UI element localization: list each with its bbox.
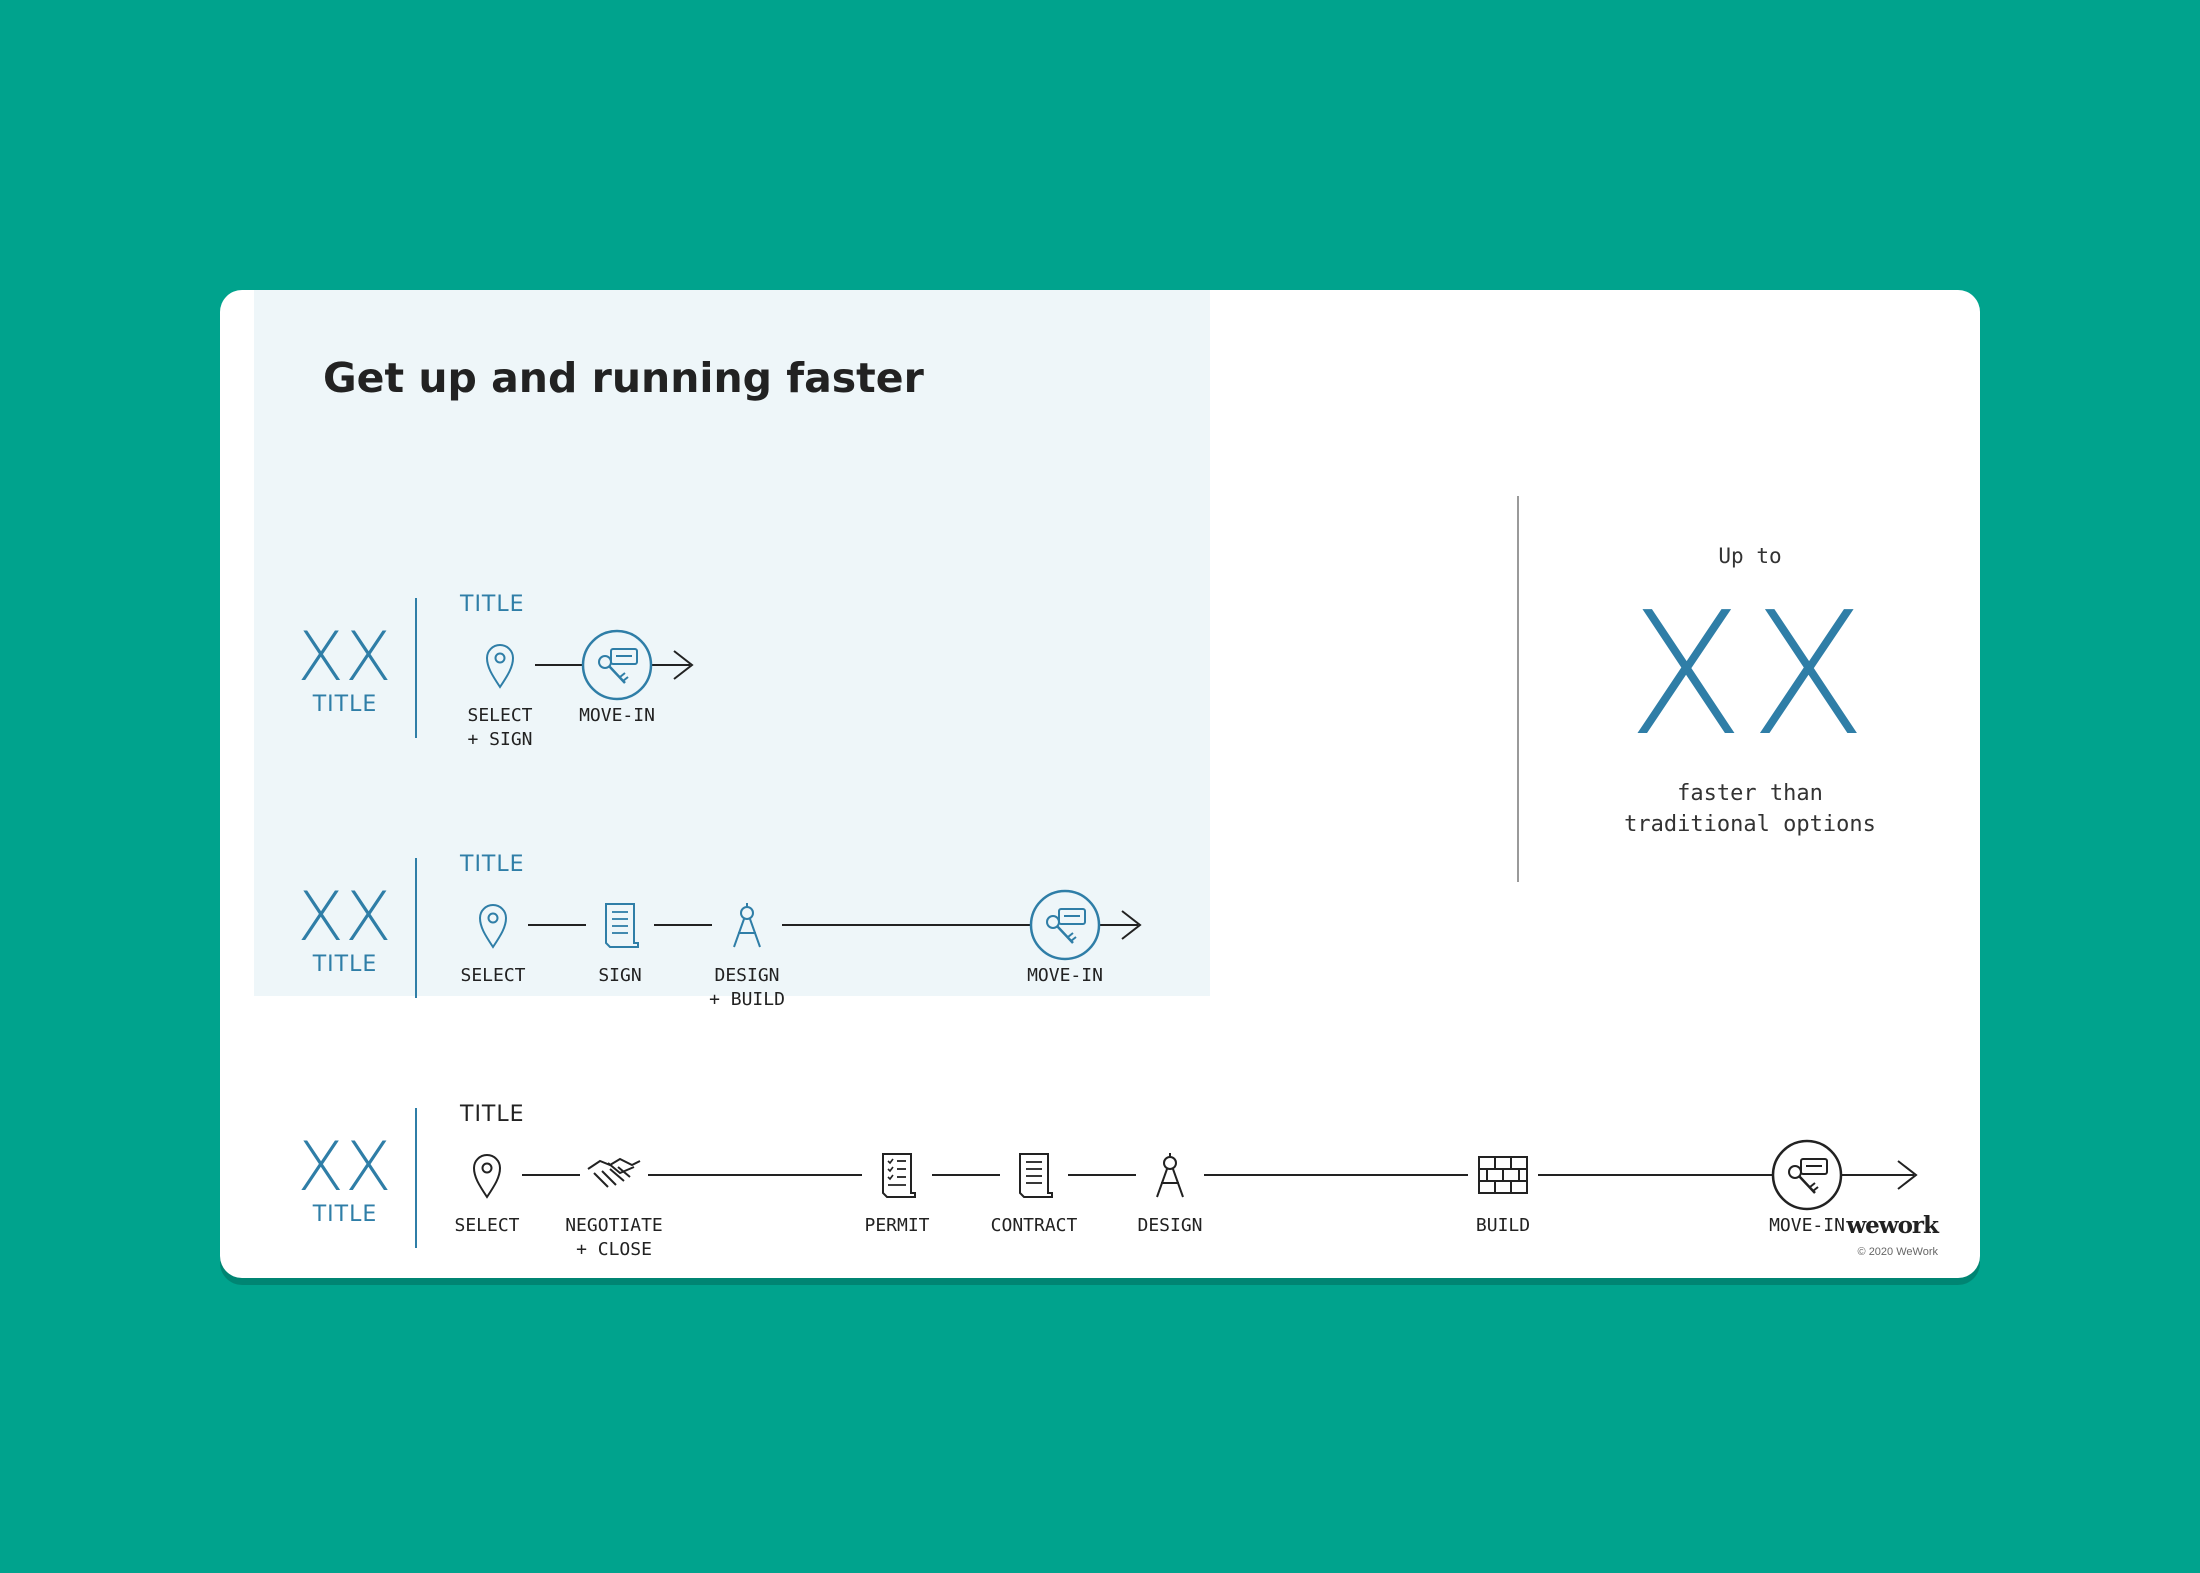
step-label-text: DESIGN + BUILD bbox=[709, 965, 785, 1010]
step-label-text: MOVE-IN bbox=[1769, 1215, 1845, 1236]
document-icon bbox=[1019, 1153, 1053, 1198]
step-label-text: MOVE-IN bbox=[1027, 965, 1103, 986]
row-divider bbox=[415, 598, 417, 738]
summary-prefix: Up to bbox=[1718, 544, 1782, 568]
document-icon bbox=[605, 903, 639, 948]
row-metric-label: TITLE bbox=[312, 952, 378, 977]
step-label-text: NEGOTIATE + CLOSE bbox=[565, 1215, 663, 1260]
location-pin-icon bbox=[472, 1154, 502, 1199]
step-label-select-sign: SELECT + SIGN bbox=[410, 704, 590, 752]
arrow-head-icon bbox=[1897, 1160, 1918, 1190]
step-label-text: DESIGN bbox=[1137, 1215, 1203, 1236]
arrow-head-icon bbox=[673, 650, 694, 680]
step-label-select: SELECT bbox=[403, 964, 583, 988]
step-label-text: PERMIT bbox=[864, 1215, 930, 1236]
timeline-3 bbox=[472, 1139, 1918, 1211]
brick-wall-icon bbox=[1478, 1156, 1528, 1194]
summary-value: XX bbox=[1627, 576, 1873, 774]
timeline-row-3: XX TITLE TITLE bbox=[220, 1030, 1980, 1260]
row-metric: XX bbox=[297, 618, 393, 697]
row-title: TITLE bbox=[460, 592, 525, 617]
step-label-move-in: MOVE-IN bbox=[975, 964, 1155, 988]
step-label-text: CONTRACT bbox=[990, 1215, 1078, 1236]
step-label-negotiate-close: NEGOTIATE + CLOSE bbox=[524, 1214, 704, 1262]
step-label-permit: PERMIT bbox=[807, 1214, 987, 1238]
row-metric: XX bbox=[297, 878, 393, 957]
compass-icon bbox=[1156, 1153, 1184, 1198]
step-label-text: SIGN bbox=[598, 965, 642, 986]
step-label-sign: SIGN bbox=[530, 964, 710, 988]
row-metric: XX bbox=[297, 1128, 393, 1207]
row-title: TITLE bbox=[460, 852, 525, 877]
step-label-move-in: MOVE-IN bbox=[1717, 1214, 1897, 1238]
timeline-1 bbox=[485, 629, 694, 701]
step-label-contract: CONTRACT bbox=[944, 1214, 1124, 1238]
row-divider bbox=[415, 1108, 417, 1248]
step-label-select: SELECT bbox=[397, 1214, 577, 1238]
summary-divider bbox=[1517, 496, 1519, 882]
headline: Get up and running faster bbox=[323, 354, 924, 402]
step-label-build: BUILD bbox=[1413, 1214, 1593, 1238]
step-label-text: SELECT + SIGN bbox=[467, 705, 533, 750]
timeline-row-1: XX TITLE TITLE SELECT + SIGN bbox=[220, 520, 1980, 750]
step-label-move-in: MOVE-IN bbox=[527, 704, 707, 728]
timeline-row-2: XX TITLE TITLE bbox=[220, 780, 1980, 1010]
infographic-card: Get up and running faster XX TITLE TITLE bbox=[220, 290, 1980, 1278]
step-label-text: BUILD bbox=[1475, 1215, 1531, 1236]
timeline-2 bbox=[478, 889, 1142, 961]
step-label-design: DESIGN bbox=[1080, 1214, 1260, 1238]
copyright-notice: © 2020 WeWork bbox=[1857, 1246, 1938, 1258]
row-metric-label: TITLE bbox=[312, 1202, 378, 1227]
step-label-text: SELECT bbox=[460, 965, 526, 986]
key-circle-icon bbox=[581, 629, 653, 701]
highlight-panel bbox=[254, 290, 1210, 996]
key-circle-icon bbox=[1029, 889, 1101, 961]
key-circle-icon bbox=[1771, 1139, 1843, 1211]
arrow-head-icon bbox=[1121, 910, 1142, 940]
step-label-text: MOVE-IN bbox=[579, 705, 655, 726]
brand-logo: wework bbox=[1846, 1212, 1939, 1239]
step-label-design-build: DESIGN + BUILD bbox=[657, 964, 837, 1012]
row-metric-label: TITLE bbox=[312, 692, 378, 717]
row-divider bbox=[415, 858, 417, 998]
summary-suffix: faster than traditional options bbox=[1624, 781, 1876, 837]
compass-icon bbox=[733, 903, 761, 948]
row-title: TITLE bbox=[460, 1102, 525, 1127]
handshake-icon bbox=[587, 1157, 641, 1188]
step-label-text: SELECT bbox=[454, 1215, 520, 1236]
location-pin-icon bbox=[478, 904, 508, 949]
location-pin-icon bbox=[485, 644, 515, 689]
checklist-icon bbox=[882, 1153, 916, 1198]
